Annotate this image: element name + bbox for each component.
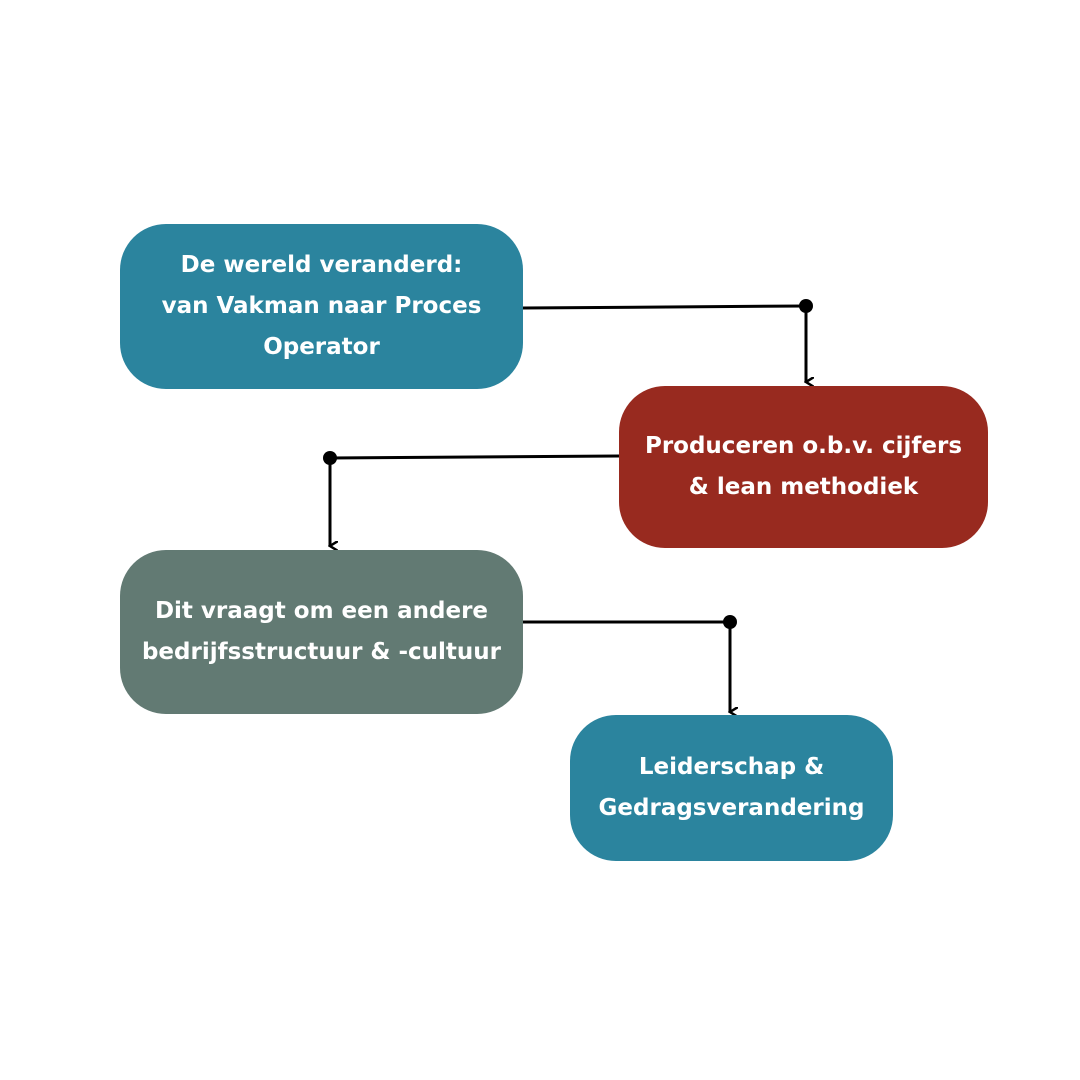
box-text-line: Gedragsverandering bbox=[598, 795, 865, 821]
box-text-line: Operator bbox=[263, 334, 380, 360]
connector-line bbox=[329, 454, 620, 460]
connector-2-to-3 bbox=[323, 451, 620, 546]
box-text-line: van Vakman naar Proces bbox=[161, 293, 482, 319]
box-company-structure: Dit vraagt om een andere bedrijfsstructu… bbox=[120, 550, 523, 714]
connector-line bbox=[522, 304, 807, 310]
box-leadership: Leiderschap & Gedragsverandering bbox=[570, 715, 893, 861]
box-text-line: & lean methodiek bbox=[688, 474, 919, 500]
box-text-line: bedrijfsstructuur & -cultuur bbox=[141, 639, 502, 665]
box-text-line: Leiderschap & bbox=[638, 754, 825, 780]
connector-3-to-4 bbox=[523, 615, 737, 712]
box-text-line: Produceren o.b.v. cijfers bbox=[644, 433, 963, 459]
box-text-line: De wereld veranderd: bbox=[180, 252, 463, 278]
connector-1-to-2 bbox=[522, 299, 813, 382]
box-world-changed: De wereld veranderd: van Vakman naar Pro… bbox=[120, 224, 523, 389]
box-produce-by-numbers: Produceren o.b.v. cijfers & lean methodi… bbox=[619, 386, 988, 548]
box-text-line: Dit vraagt om een andere bbox=[154, 598, 489, 624]
